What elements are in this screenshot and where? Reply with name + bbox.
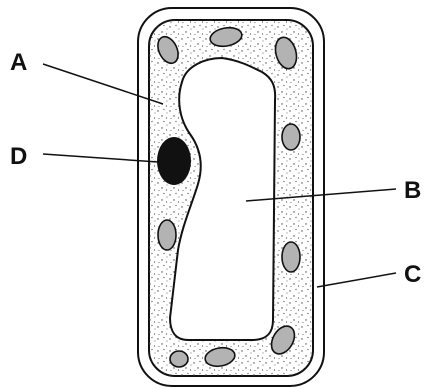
chloroplast [158,220,176,250]
chloroplast [170,351,188,367]
chloroplast [282,242,300,272]
nucleus [157,137,191,185]
label-d: D [10,143,27,170]
label-a: A [10,49,27,76]
label-b: B [404,177,421,204]
chloroplast [282,124,300,150]
label-c: C [404,261,421,288]
leader-line-c [317,273,396,287]
